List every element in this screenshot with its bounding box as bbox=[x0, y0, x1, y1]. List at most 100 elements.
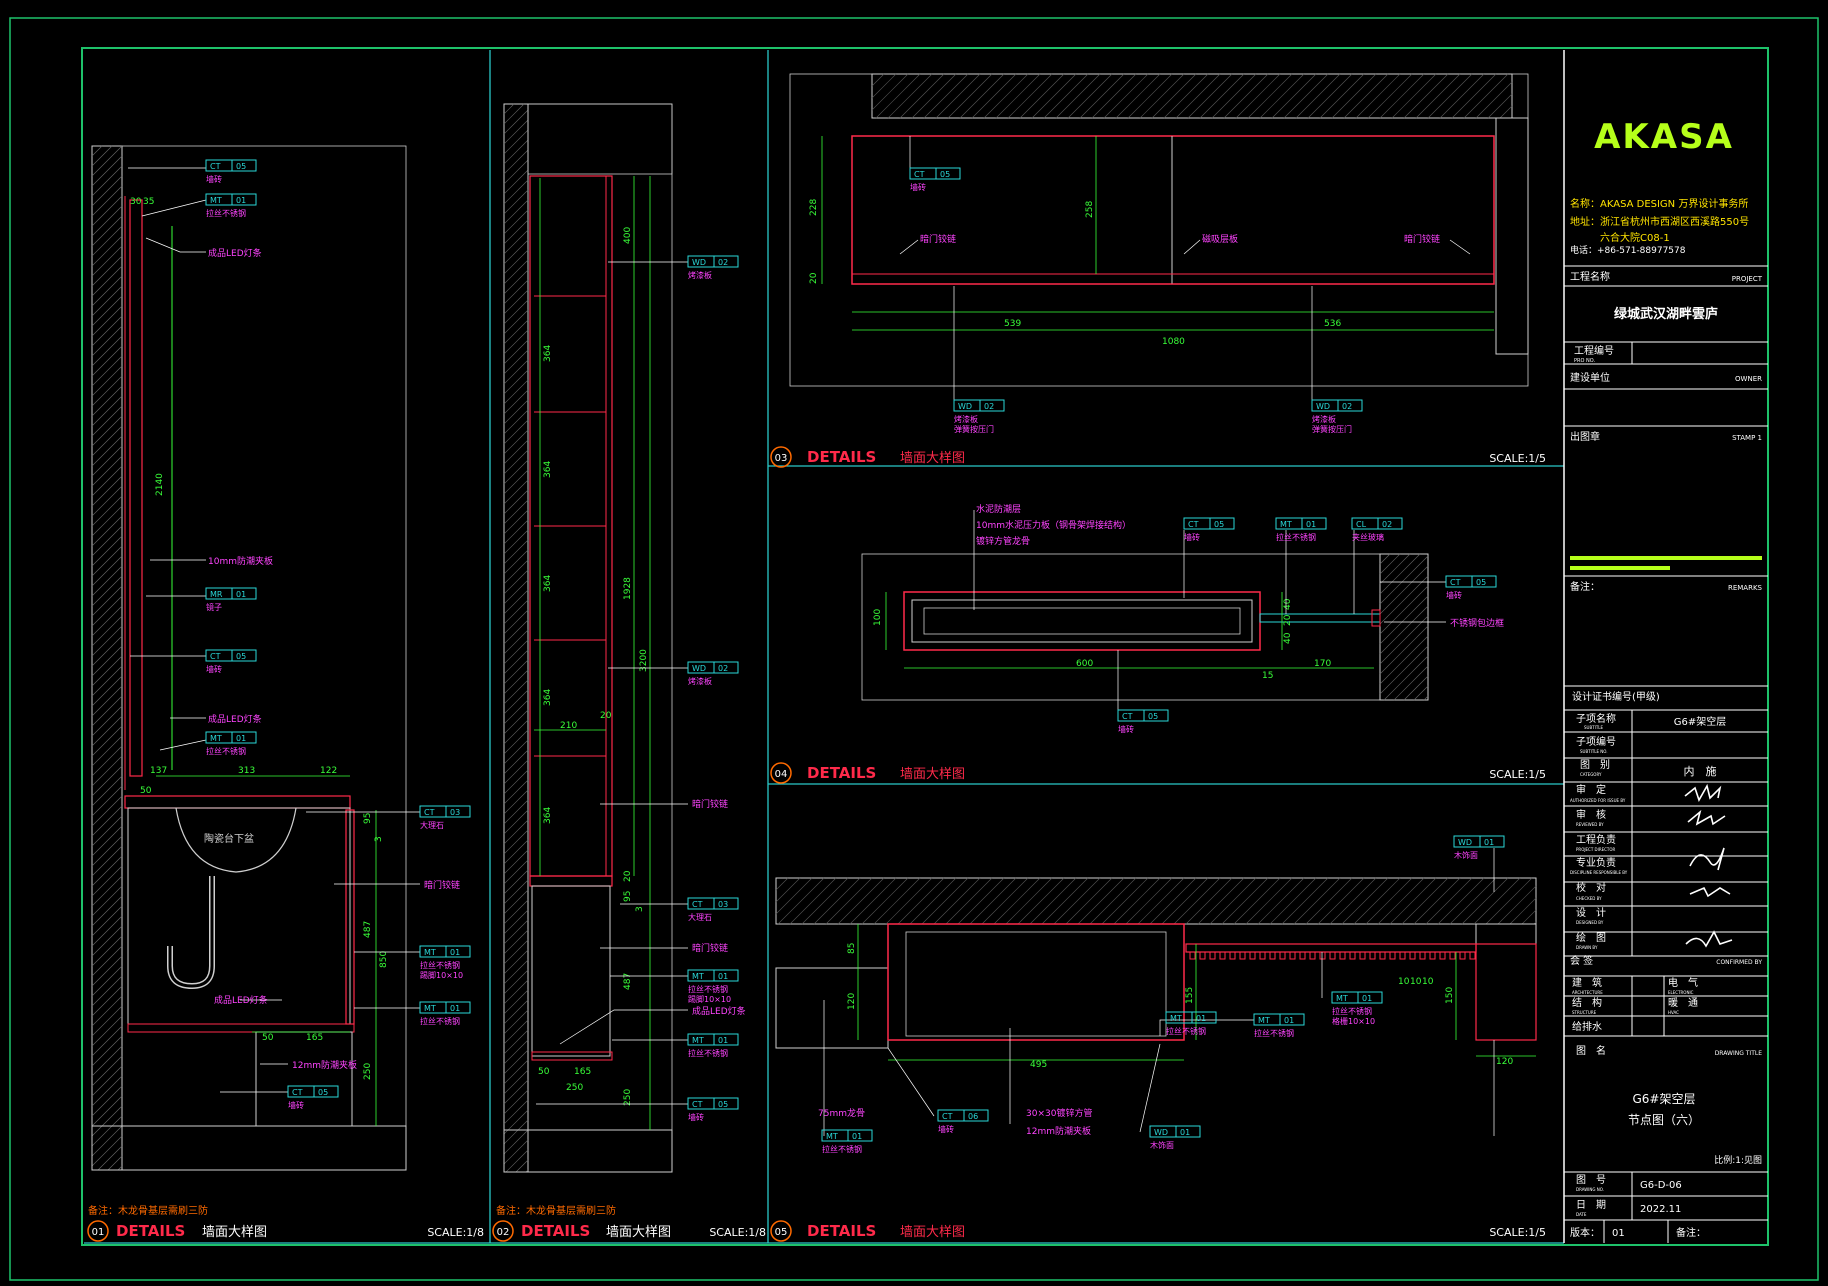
owner-label-en: OWNER bbox=[1735, 375, 1762, 383]
category-label-en: CATEGORY bbox=[1580, 772, 1602, 777]
p4-dim-20: 20 bbox=[1283, 614, 1293, 626]
p3-dim-536: 536 bbox=[1324, 319, 1341, 329]
p1-tag-code: CT bbox=[210, 652, 221, 661]
p1-tag-label: 镜子 bbox=[206, 602, 222, 612]
p3-dim-20: 20 bbox=[809, 272, 819, 284]
panel-2-note: 备注：木龙骨基层需刷三防 bbox=[496, 1204, 616, 1217]
p5-tag-box bbox=[1453, 835, 1505, 848]
p3-tag-label: 墙砖 bbox=[910, 182, 926, 192]
p2-tag-box bbox=[687, 1097, 739, 1110]
p1-tag-number: 01 bbox=[450, 1004, 460, 1013]
p1-note-hinge: 暗门铰链 bbox=[424, 879, 460, 891]
panel-2-number: 02 bbox=[497, 1227, 510, 1238]
version-label: 版本： bbox=[1570, 1226, 1600, 1239]
p2-shelves bbox=[534, 295, 606, 757]
p2-tag-number: 02 bbox=[718, 258, 728, 267]
p4-frame-core bbox=[923, 607, 1241, 635]
p4-note-steel-edge: 不锈钢包边框 bbox=[1450, 617, 1504, 629]
p1-dim-2140: 2140 bbox=[155, 473, 165, 496]
p4-tag-code: CL bbox=[1356, 520, 1367, 529]
arch-label-en: ARCHITECTURE bbox=[1572, 990, 1603, 995]
checked-label-en: CHECKED BY bbox=[1576, 896, 1602, 901]
p1-tag-label: 拉丝不锈钢 bbox=[420, 960, 460, 970]
p2-tag-box bbox=[687, 255, 739, 268]
struct-label-en: STRUCTURE bbox=[1572, 1010, 1597, 1015]
hvac-label-en: HVAC bbox=[1668, 1010, 1679, 1015]
p5-tag-label: 墙砖 bbox=[938, 1124, 954, 1134]
date-label-en: DATE bbox=[1576, 1212, 1587, 1217]
panel-4-title-en: DETAILS bbox=[807, 764, 876, 782]
p3-notes: 暗门铰链 磁吸层板 暗门铰链 bbox=[920, 233, 1440, 245]
p1-tag-code: CT bbox=[210, 162, 221, 171]
note-label: 备注： bbox=[1676, 1226, 1706, 1239]
panel-1-scale: SCALE:1/8 bbox=[427, 1226, 484, 1239]
p1-basin-label: 陶瓷台下盆 bbox=[204, 832, 254, 845]
p5-dim-texts: 85 120 155 495 150 120 10 10 10 bbox=[847, 943, 1513, 1070]
panel-1-title-cn: 墙面大样图 bbox=[202, 1225, 267, 1240]
p1-tag-number: 01 bbox=[236, 734, 246, 743]
elec-label: 电 气 bbox=[1668, 976, 1698, 989]
p1-basin bbox=[175, 807, 297, 873]
p2-counter bbox=[529, 875, 613, 887]
firm-tel: 电话：+86-571-88977578 bbox=[1570, 244, 1686, 256]
panel-2-scale: SCALE:1/8 bbox=[709, 1226, 766, 1239]
p4-note-cement-board: 10mm水泥压力板（钢骨架焊接结构） bbox=[976, 519, 1131, 531]
p3-tag-box bbox=[953, 399, 1005, 412]
p1-note-plywood-12: 12mm防潮夹板 bbox=[292, 1059, 357, 1071]
p2-tag-code: MT bbox=[692, 972, 704, 981]
drawing-no-label: 图 号 bbox=[1576, 1174, 1606, 1186]
panel-2-title-cn: 墙面大样图 bbox=[606, 1225, 671, 1240]
panel-4-title-cn: 墙面大样图 bbox=[900, 767, 965, 782]
p2-tag-code: WD bbox=[692, 258, 706, 267]
subtitle-no-label-en: SUBTITLE NO. bbox=[1580, 749, 1608, 754]
p2-wall-hatch bbox=[503, 103, 529, 1173]
p5-tag-code: WD bbox=[1154, 1128, 1168, 1137]
p3-tag-label-2: 弹簧按压门 bbox=[1312, 424, 1352, 434]
p4-tag-box bbox=[1117, 709, 1169, 722]
panel-2-title-en: DETAILS bbox=[521, 1222, 590, 1240]
panel-3-title-cn: 墙面大样图 bbox=[900, 451, 965, 466]
p5-tag-code: MT bbox=[1258, 1016, 1270, 1025]
panel-1-number-circle bbox=[87, 1220, 109, 1242]
p1-tag-code: MT bbox=[424, 948, 436, 957]
discipline-label-en: DISCIPLINE RESPONSIBLE BY bbox=[1570, 870, 1628, 875]
p3-tag-label-2: 弹簧按压门 bbox=[954, 424, 994, 434]
p1-tag-box bbox=[205, 587, 257, 600]
p5-tag-box bbox=[1253, 1013, 1305, 1026]
panel-1-drawing: 陶瓷台下盆 30 35 2140 137 313 122 50 95 487 8… bbox=[91, 145, 471, 1171]
panel-5-title-cn: 墙面大样图 bbox=[900, 1225, 965, 1240]
p3-dim-539: 539 bbox=[1004, 319, 1021, 329]
panel-3-number: 03 bbox=[775, 453, 788, 464]
elec-label-en: ELECTRONIC bbox=[1668, 990, 1694, 995]
p4-tag-number: 01 bbox=[1306, 520, 1316, 529]
p5-tag-code: CT bbox=[942, 1112, 953, 1121]
p2-tag-label: 大理石 bbox=[688, 912, 712, 922]
p5-ceiling-slab bbox=[775, 877, 1537, 925]
p1-dim-95: 95 bbox=[363, 813, 373, 824]
p1-tag-number: 05 bbox=[236, 162, 246, 171]
struct-label: 结 构 bbox=[1572, 996, 1602, 1009]
p1-tag-box bbox=[287, 1085, 339, 1098]
hvac-label: 暖 通 bbox=[1668, 996, 1698, 1009]
date-label: 日 期 bbox=[1576, 1199, 1606, 1211]
p1-dim-3: 3 bbox=[374, 836, 384, 842]
p2-note-hinge-1: 暗门铰链 bbox=[692, 798, 728, 810]
p5-tag-label: 拉丝不锈钢 bbox=[1166, 1026, 1206, 1036]
p3-dims bbox=[821, 136, 1494, 331]
p1-tag-number: 01 bbox=[450, 948, 460, 957]
p3-tag-number: 02 bbox=[1342, 402, 1352, 411]
p4-tag-label: 拉丝不锈钢 bbox=[1276, 532, 1316, 542]
stamp-label: 出图章 bbox=[1570, 430, 1600, 443]
p1-note-plywood: 10mm防潮夹板 bbox=[208, 555, 273, 567]
discipline-label: 专业负责 bbox=[1576, 856, 1616, 869]
p4-tag-box bbox=[1445, 575, 1497, 588]
